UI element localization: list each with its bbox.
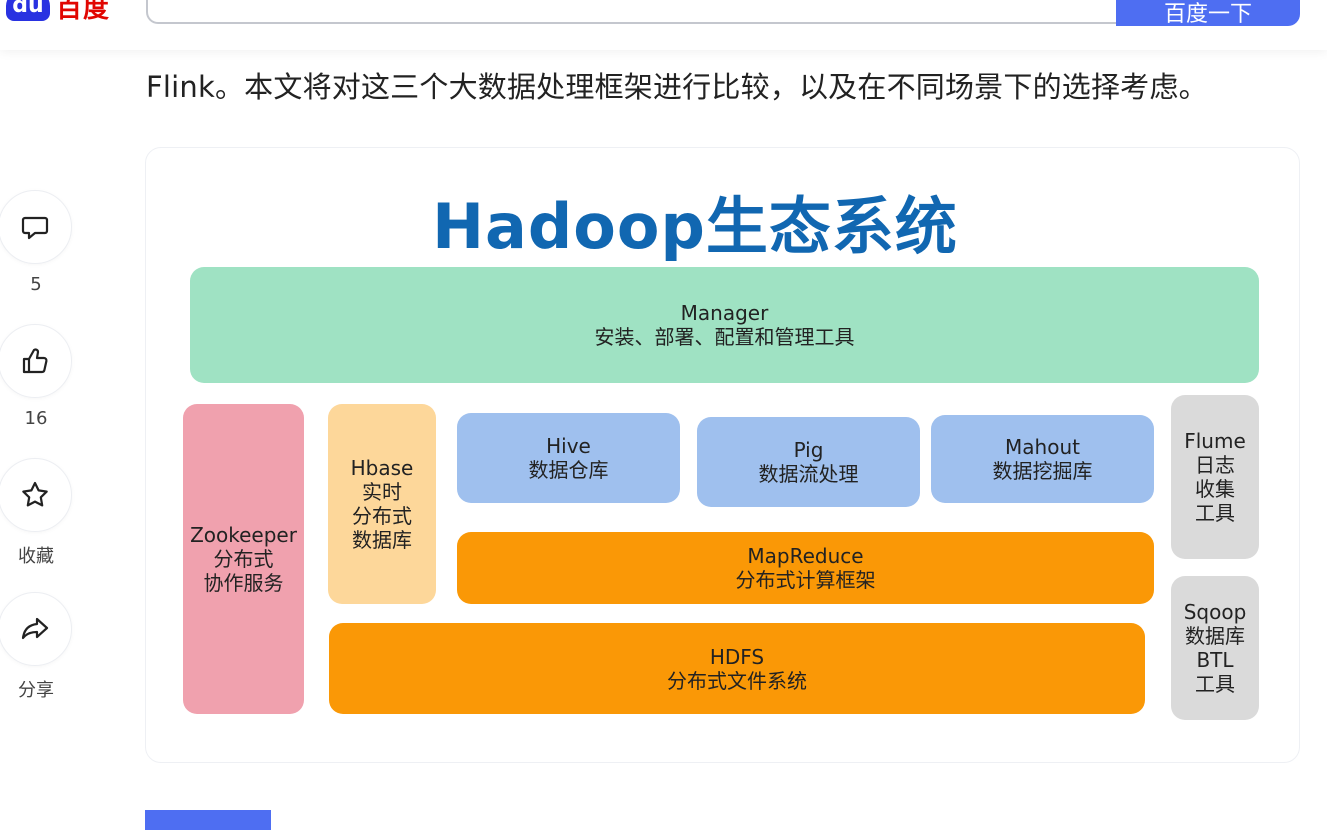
sqoop-line1: 数据库 xyxy=(1185,624,1245,648)
hive-box: Hive 数据仓库 xyxy=(457,413,680,503)
manager-name: Manager xyxy=(680,301,769,325)
hbase-line1: 实时 xyxy=(362,480,402,504)
mahout-box: Mahout 数据挖掘库 xyxy=(931,415,1154,503)
manager-box: Manager 安装、部署、配置和管理工具 xyxy=(190,267,1259,383)
like-count: 16 xyxy=(24,408,48,429)
hbase-line2: 分布式 xyxy=(352,504,412,528)
share-label: 分享 xyxy=(18,680,54,701)
sqoop-name: Sqoop xyxy=(1183,600,1247,624)
article-paragraph: Flink。本文将对这三个大数据处理框架进行比较，以及在不同场景下的选择考虑。 xyxy=(146,70,1208,104)
mapreduce-box: MapReduce 分布式计算框架 xyxy=(457,532,1154,604)
hbase-line3: 数据库 xyxy=(352,528,412,552)
flume-line2: 收集 xyxy=(1195,477,1235,501)
comment-icon xyxy=(21,216,49,240)
comment-action[interactable]: 5 xyxy=(0,190,72,295)
flume-box: Flume 日志 收集 工具 xyxy=(1171,395,1259,559)
top-bar: du 百度 百度一下 xyxy=(0,0,1327,50)
thumbs-up-icon xyxy=(22,348,48,374)
hdfs-desc: 分布式文件系统 xyxy=(667,668,807,693)
share-icon xyxy=(21,617,49,640)
baidu-logo-text: 百度 xyxy=(56,0,111,24)
diagram-title: Hadoop生态系统 xyxy=(432,190,958,263)
section-heading-marker xyxy=(145,810,271,830)
hbase-name: Hbase xyxy=(350,456,414,480)
comment-count: 5 xyxy=(30,274,42,295)
like-button[interactable] xyxy=(0,324,72,398)
baidu-paw-icon: du xyxy=(6,0,50,21)
sqoop-box: Sqoop 数据库 BTL 工具 xyxy=(1171,576,1259,720)
mapreduce-name: MapReduce xyxy=(747,544,864,568)
mapreduce-desc: 分布式计算框架 xyxy=(735,568,876,592)
sqoop-line2: BTL xyxy=(1196,648,1234,672)
search-button[interactable]: 百度一下 xyxy=(1116,0,1300,26)
mahout-name: Mahout xyxy=(1005,435,1080,459)
share-button[interactable] xyxy=(0,592,72,666)
comment-button[interactable] xyxy=(0,190,72,264)
hive-desc: 数据仓库 xyxy=(528,458,609,482)
zookeeper-name: Zookeeper xyxy=(190,523,297,547)
favorite-button[interactable] xyxy=(0,458,72,532)
share-action[interactable]: 分享 xyxy=(0,592,72,702)
star-icon xyxy=(22,481,48,507)
pig-desc: 数据流处理 xyxy=(758,462,859,486)
flume-name: Flume xyxy=(1184,429,1246,453)
zookeeper-line2: 协作服务 xyxy=(203,571,284,595)
zookeeper-line1: 分布式 xyxy=(213,547,274,571)
pig-name: Pig xyxy=(793,438,824,462)
hdfs-name: HDFS xyxy=(709,644,765,669)
favorite-label: 收藏 xyxy=(18,546,54,567)
pig-box: Pig 数据流处理 xyxy=(697,417,920,507)
hdfs-box: HDFS 分布式文件系统 xyxy=(329,623,1145,714)
hbase-box: Hbase 实时 分布式 数据库 xyxy=(328,404,436,604)
sqoop-line3: 工具 xyxy=(1195,672,1235,696)
search-input[interactable] xyxy=(146,0,1146,24)
like-action[interactable]: 16 xyxy=(0,324,72,429)
zookeeper-box: Zookeeper 分布式 协作服务 xyxy=(183,404,304,714)
hive-name: Hive xyxy=(546,434,591,458)
flume-line3: 工具 xyxy=(1195,501,1235,525)
manager-desc: 安装、部署、配置和管理工具 xyxy=(594,325,855,349)
mahout-desc: 数据挖掘库 xyxy=(992,459,1093,483)
baidu-logo[interactable]: du 百度 xyxy=(6,0,110,26)
flume-line1: 日志 xyxy=(1195,453,1235,477)
favorite-action[interactable]: 收藏 xyxy=(0,458,72,568)
